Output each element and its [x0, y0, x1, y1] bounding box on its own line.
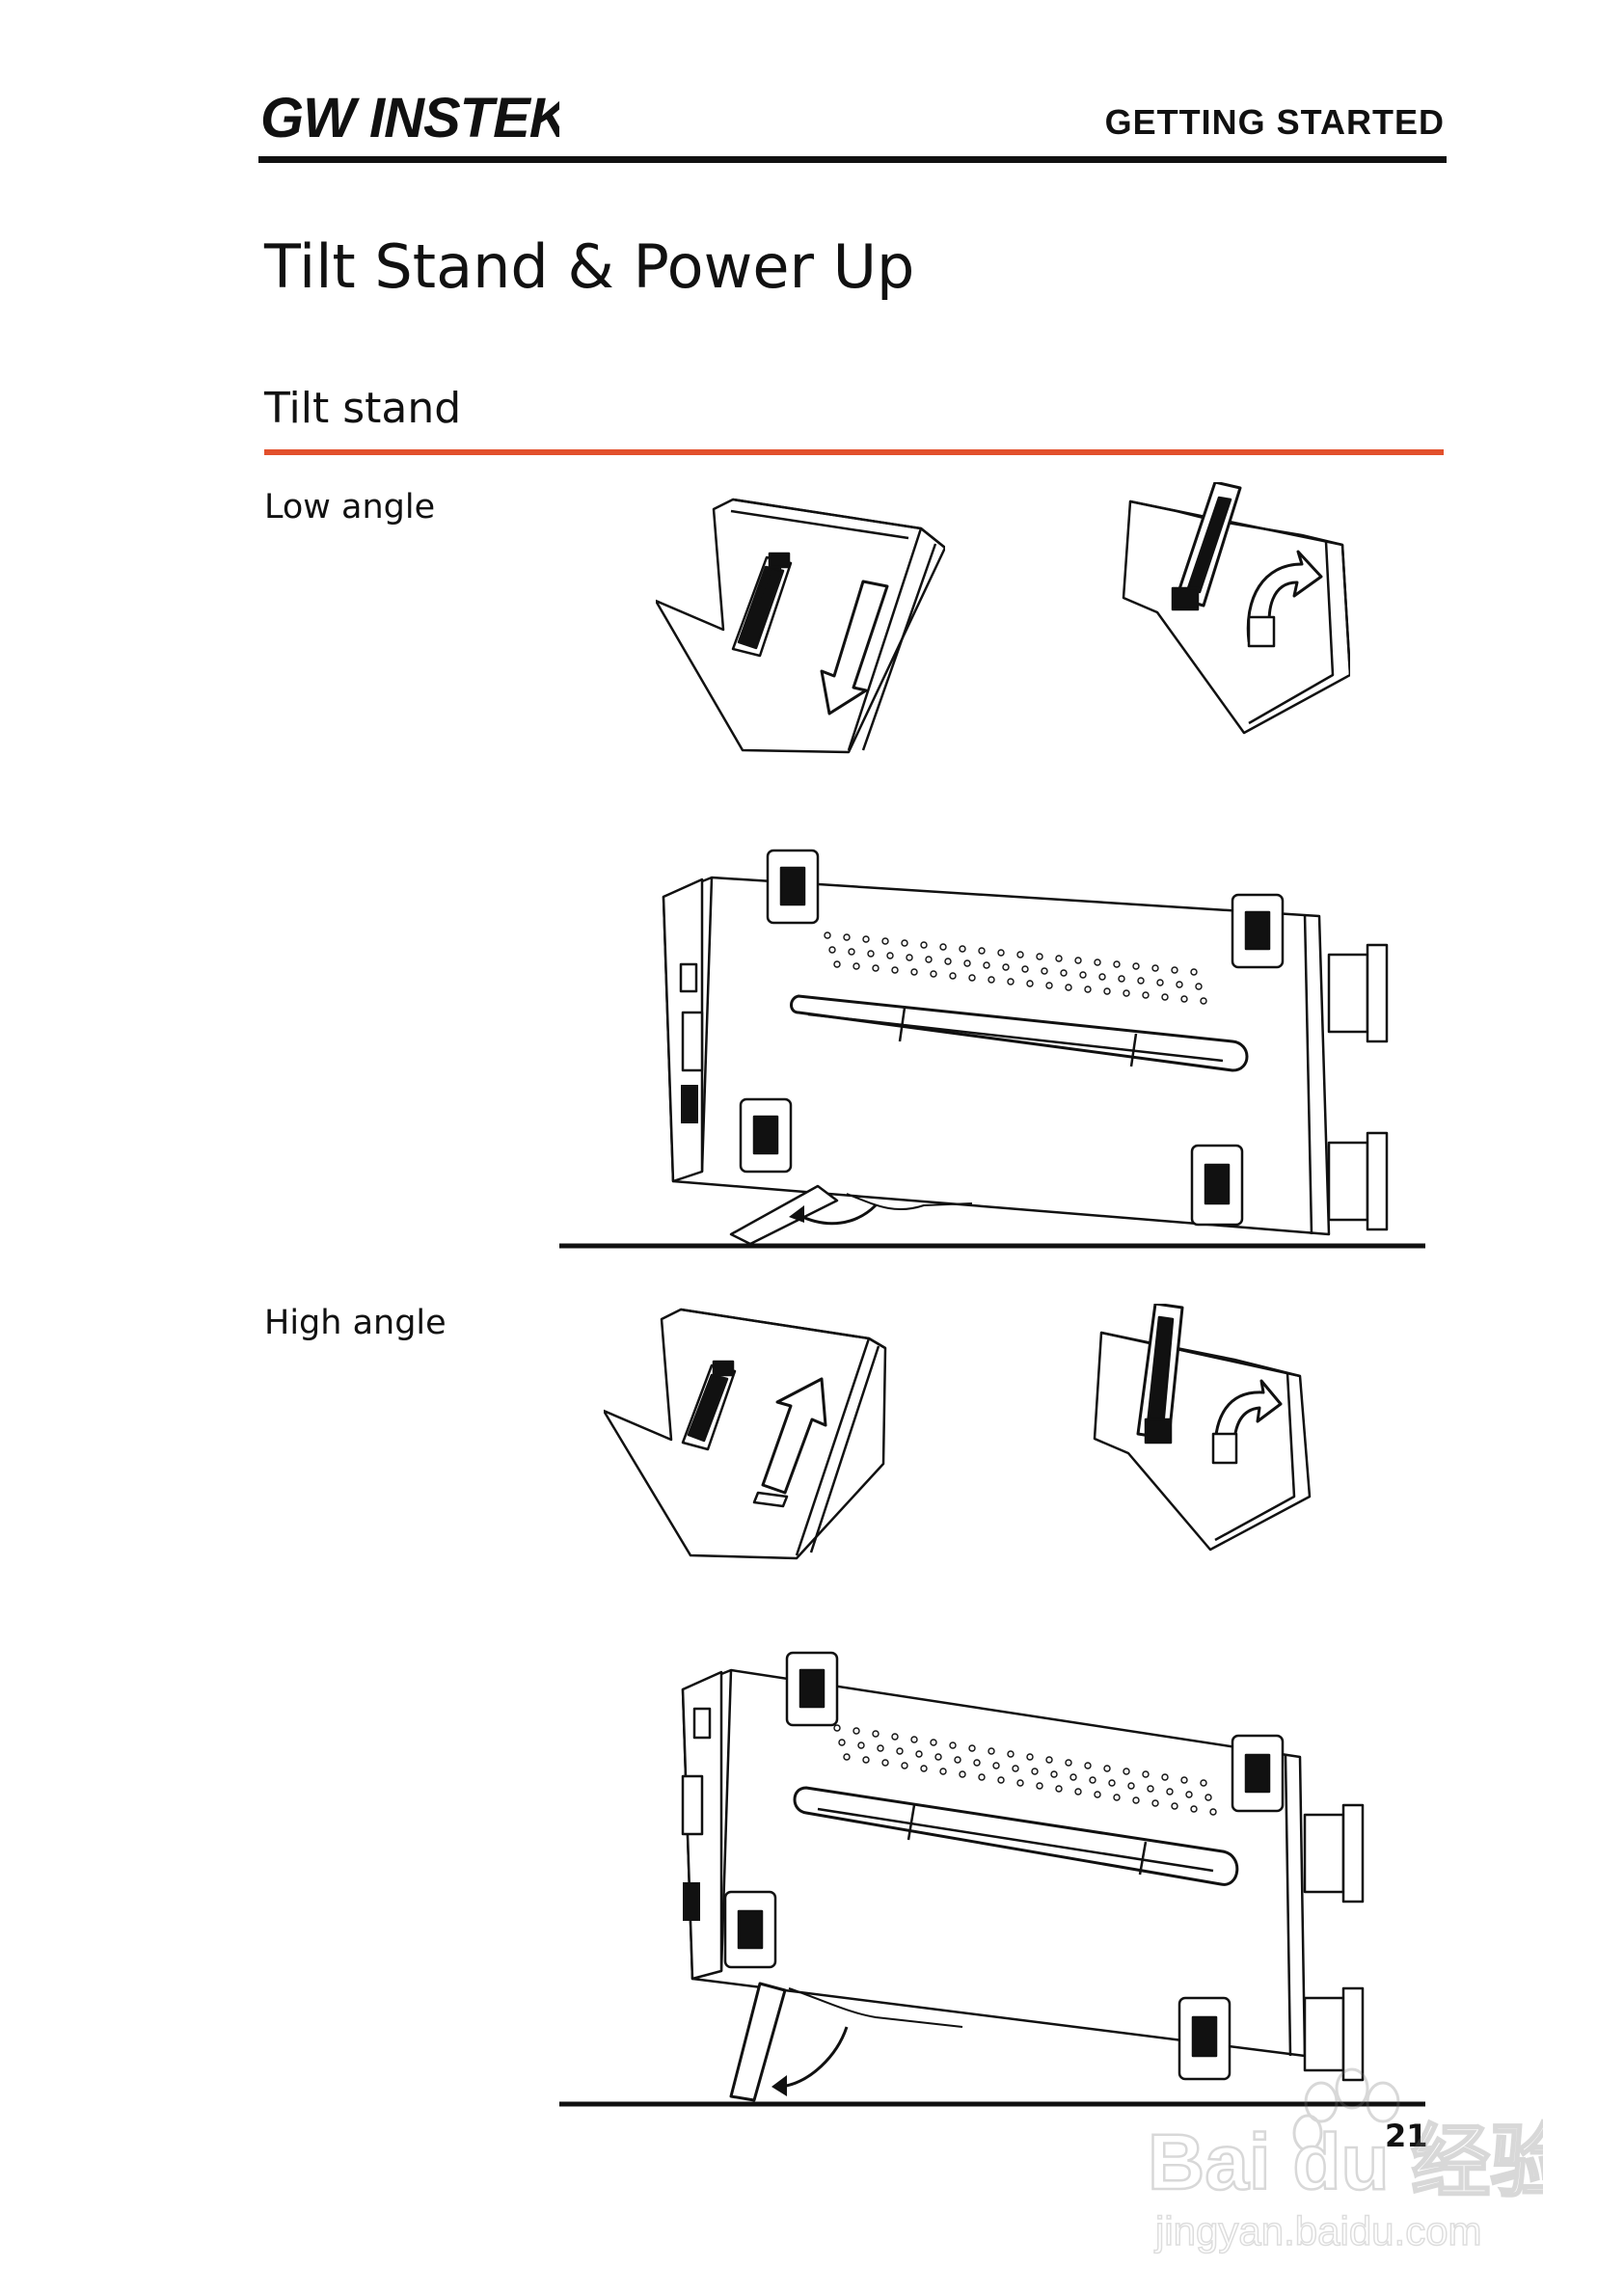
- high-angle-label: High angle: [264, 1304, 447, 1342]
- low-angle-unit-illustration: [557, 839, 1425, 1254]
- low-angle-step1-illustration: [656, 490, 945, 760]
- high-angle-unit-illustration: [557, 1651, 1425, 2114]
- running-header: GETTING STARTED: [1104, 102, 1445, 142]
- svg-text:GW INSTEK: GW INSTEK: [260, 89, 559, 147]
- page-title: Tilt Stand & Power Up: [264, 231, 915, 302]
- low-angle-label: Low angle: [264, 488, 436, 526]
- baidu-watermark: Bai du 经验 jingyan.baidu.com: [1147, 2064, 1571, 2256]
- section-title: Tilt stand: [264, 384, 462, 433]
- header-rule: [258, 156, 1447, 163]
- svg-text:jingyan.baidu.com: jingyan.baidu.com: [1153, 2208, 1482, 2254]
- low-angle-step2-illustration: [1119, 482, 1350, 742]
- high-angle-step2-illustration: [1090, 1304, 1321, 1564]
- high-angle-step1-illustration: [604, 1300, 893, 1570]
- svg-text:Bai du 经验: Bai du 经验: [1148, 2119, 1543, 2206]
- section-rule: [264, 449, 1444, 455]
- gw-instek-logo: GW INSTEK: [260, 87, 575, 149]
- page-number: 21: [1385, 2118, 1428, 2154]
